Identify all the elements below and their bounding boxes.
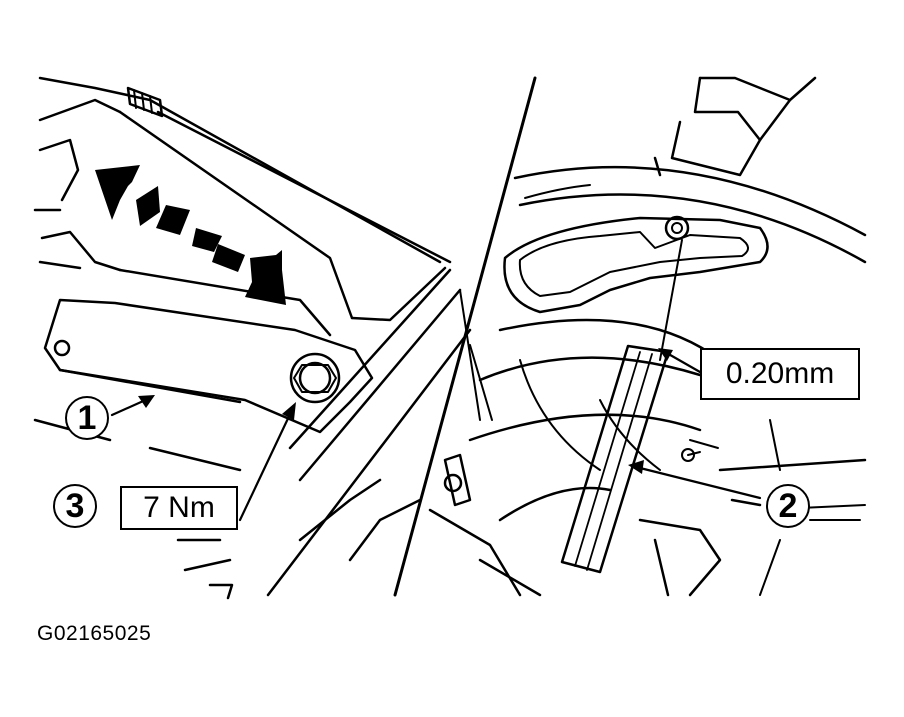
callout-3: 3 bbox=[53, 484, 97, 528]
figure-id: G02165025 bbox=[37, 622, 152, 645]
callout-1: 1 bbox=[65, 396, 109, 440]
torque-label: 7 Nm bbox=[120, 486, 238, 530]
clearance-label: 0.20mm bbox=[700, 348, 860, 400]
right-panel-linework bbox=[428, 76, 867, 597]
callout-2: 2 bbox=[766, 484, 810, 528]
double-headed-dashed-arrow-icon bbox=[95, 165, 286, 305]
left-panel-linework bbox=[33, 76, 537, 600]
leader-lines bbox=[110, 348, 762, 522]
